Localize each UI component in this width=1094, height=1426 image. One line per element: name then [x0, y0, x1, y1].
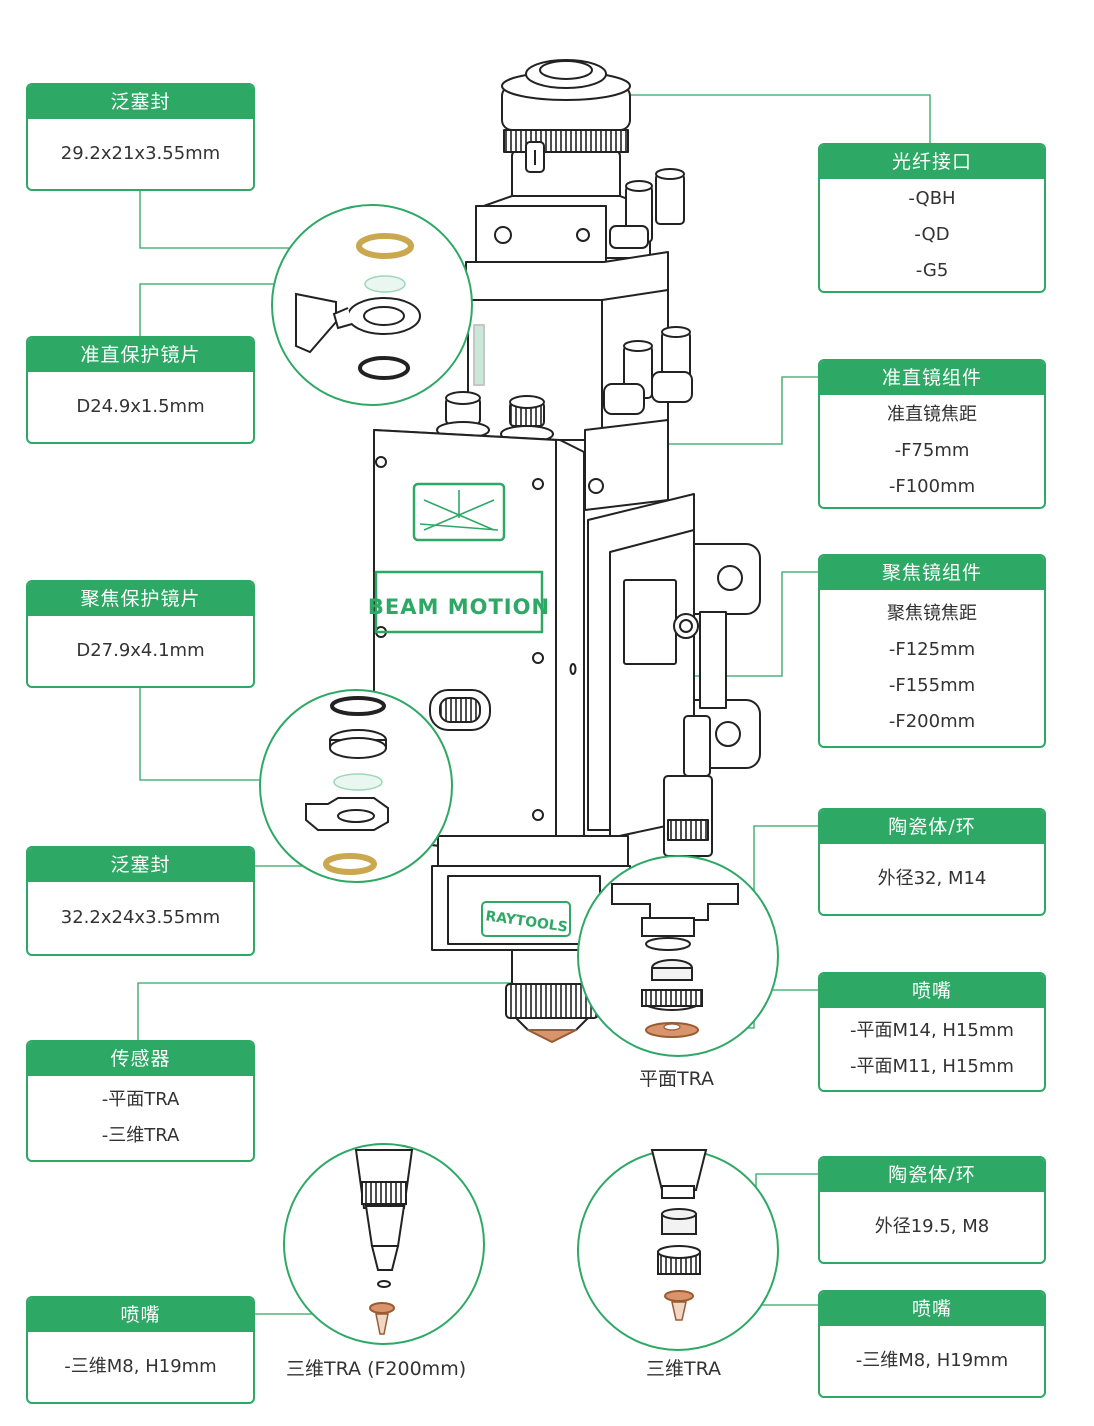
- air-fittings: [603, 168, 693, 415]
- card-title: 传感器: [28, 1042, 253, 1076]
- detail-circle-flat-tra: [577, 855, 779, 1057]
- card-sensor: 传感器 -平面TRA -三维TRA: [26, 1040, 255, 1162]
- card-nozzle-left: 喷嘴 -三维M8, H19mm: [26, 1296, 255, 1404]
- card-title: 准直保护镜片: [28, 338, 253, 372]
- card-line: 外径19.5, M8: [874, 1216, 990, 1237]
- card-line: D24.9x1.5mm: [76, 396, 205, 417]
- card-title: 陶瓷体/环: [820, 810, 1044, 844]
- card-line: 29.2x21x3.55mm: [60, 143, 221, 164]
- card-ceramic-2: 陶瓷体/环 外径19.5, M8: [818, 1156, 1046, 1264]
- card-line: -平面M11, H15mm: [850, 1056, 1014, 1077]
- card-line: 聚焦镜焦距: [887, 603, 977, 624]
- caption-3d-tra: 三维TRA: [646, 1358, 722, 1380]
- card-line: -G5: [915, 260, 949, 281]
- card-title: 泛塞封: [28, 85, 253, 119]
- card-nozzle-1: 喷嘴 -平面M14, H15mm -平面M11, H15mm: [818, 972, 1046, 1092]
- detail-circle-collimator: [271, 204, 473, 406]
- top-block: [465, 195, 669, 303]
- card-line: 准直镜焦距: [887, 404, 977, 425]
- card-line: -F100mm: [888, 476, 976, 497]
- card-line: -F125mm: [888, 639, 976, 660]
- card-title: 喷嘴: [820, 1292, 1044, 1326]
- card-seal-top: 泛塞封 29.2x21x3.55mm: [26, 83, 255, 191]
- card-line: -F155mm: [888, 675, 976, 696]
- panel-logo: BEAM MOTION: [368, 595, 550, 619]
- detail-circle-focus: [259, 689, 453, 883]
- card-title: 喷嘴: [28, 1298, 253, 1332]
- card-line: 32.2x24x3.55mm: [60, 907, 221, 928]
- card-line: -三维M8, H19mm: [64, 1356, 217, 1377]
- card-title: 喷嘴: [820, 974, 1044, 1008]
- card-nozzle-2: 喷嘴 -三维M8, H19mm: [818, 1290, 1046, 1398]
- card-focus-assembly: 聚焦镜组件 聚焦镜焦距 -F125mm -F155mm -F200mm: [818, 554, 1046, 748]
- card-line: D27.9x4.1mm: [76, 640, 205, 661]
- card-title: 泛塞封: [28, 848, 253, 882]
- fiber-connector: [501, 59, 631, 213]
- card-ceramic-1: 陶瓷体/环 外径32, M14: [818, 808, 1046, 916]
- detail-circle-3d-tra: [577, 1149, 779, 1351]
- focus-module: [587, 493, 761, 857]
- detail-circle-3d-tra-f200: [283, 1143, 485, 1345]
- card-title: 光纤接口: [820, 145, 1044, 179]
- lower-body: [431, 835, 631, 1043]
- caption-3d-tra-f200: 三维TRA (F200mm): [286, 1358, 467, 1380]
- card-seal-bottom: 泛塞封 32.2x24x3.55mm: [26, 846, 255, 956]
- card-line: -QBH: [908, 188, 956, 209]
- card-line: -F200mm: [888, 711, 976, 732]
- card-line: -QD: [914, 224, 950, 245]
- card-line: -F75mm: [894, 440, 970, 461]
- card-title: 陶瓷体/环: [820, 1158, 1044, 1192]
- card-title: 准直镜组件: [820, 361, 1044, 395]
- caption-flat-tra: 平面TRA: [639, 1068, 715, 1090]
- card-line: -三维TRA: [101, 1125, 180, 1146]
- card-line: -平面M14, H15mm: [850, 1020, 1014, 1041]
- card-collimator-assembly: 准直镜组件 准直镜焦距 -F75mm -F100mm: [818, 359, 1046, 509]
- card-line: -三维M8, H19mm: [855, 1350, 1009, 1371]
- card-focus-lens: 聚焦保护镜片 D27.9x4.1mm: [26, 580, 255, 688]
- card-line: -平面TRA: [101, 1089, 180, 1110]
- card-collimator-lens: 准直保护镜片 D24.9x1.5mm: [26, 336, 255, 444]
- card-title: 聚焦保护镜片: [28, 582, 253, 616]
- card-line: 外径32, M14: [877, 868, 987, 889]
- card-fiber-interface: 光纤接口 -QBH -QD -G5: [818, 143, 1046, 293]
- card-title: 聚焦镜组件: [820, 556, 1044, 590]
